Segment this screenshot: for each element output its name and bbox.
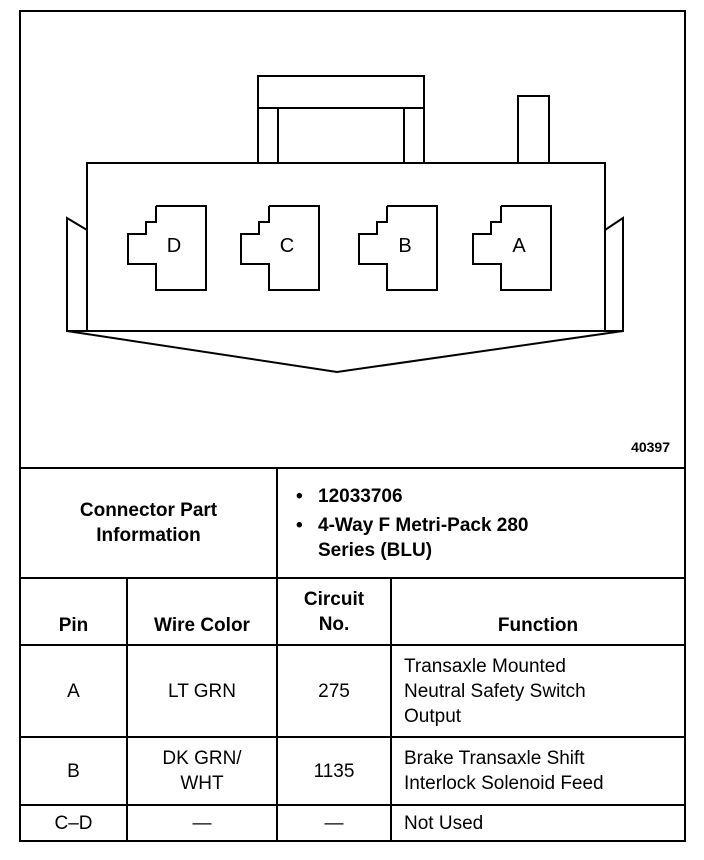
connector-right-ear <box>604 216 624 332</box>
pin-cell: C–D <box>21 804 128 841</box>
connector-diagram: D C B A 40397 <box>21 12 684 467</box>
connector-body <box>86 162 606 332</box>
table-row: B DK GRN/ WHT 1135 Brake Transaxle Shift… <box>21 736 684 806</box>
pin-cell: A <box>21 644 128 738</box>
terminal-cavity-d <box>127 205 207 291</box>
column-header-circuit: Circuit No. <box>276 577 392 646</box>
connector-bottom-point <box>66 330 624 374</box>
connector-info-list: • 12033706 • 4-Way F Metri-Pack 280 Seri… <box>276 467 684 579</box>
circuit-cell: 275 <box>276 644 392 738</box>
connector-type: • 4-Way F Metri-Pack 280 Series (BLU) <box>296 514 529 561</box>
function-cell: Transaxle Mounted Neutral Safety Switch … <box>390 644 684 738</box>
table-row: C–D — — Not Used <box>21 804 684 841</box>
connector-tab <box>517 95 550 163</box>
cavity-label-a: A <box>512 235 526 257</box>
terminal-cavity-b <box>358 205 438 291</box>
wire-color-cell: LT GRN <box>126 644 278 738</box>
figure-number: 40397 <box>631 439 670 455</box>
cavity-label-b: B <box>398 235 411 257</box>
table-row: A LT GRN 275 Transaxle Mounted Neutral S… <box>21 644 684 738</box>
connector-info-label: Connector Part Information <box>21 467 278 579</box>
circuit-cell: — <box>276 804 392 841</box>
column-header-row: Pin Wire Color Circuit No. Function <box>21 577 684 646</box>
connector-info-row: Connector Part Information • 12033706 • … <box>21 467 684 579</box>
column-header-function: Function <box>390 577 684 646</box>
wire-color-cell: — <box>126 804 278 841</box>
function-cell: Brake Transaxle Shift Interlock Solenoid… <box>390 736 684 806</box>
function-cell: Not Used <box>390 804 684 841</box>
circuit-cell: 1135 <box>276 736 392 806</box>
terminal-cavity-a <box>472 205 552 291</box>
connector-latch <box>257 75 425 109</box>
connector-part-number: • 12033706 <box>296 485 403 507</box>
pin-cell: B <box>21 736 128 806</box>
column-header-pin: Pin <box>21 577 128 646</box>
pinout-table: Connector Part Information • 12033706 • … <box>21 467 684 841</box>
terminal-cavity-c <box>240 205 320 291</box>
cavity-label-d: D <box>167 235 181 257</box>
connector-left-ear <box>66 216 88 332</box>
wire-color-cell: DK GRN/ WHT <box>126 736 278 806</box>
column-header-wire-color: Wire Color <box>126 577 278 646</box>
cavity-label-c: C <box>280 235 294 257</box>
